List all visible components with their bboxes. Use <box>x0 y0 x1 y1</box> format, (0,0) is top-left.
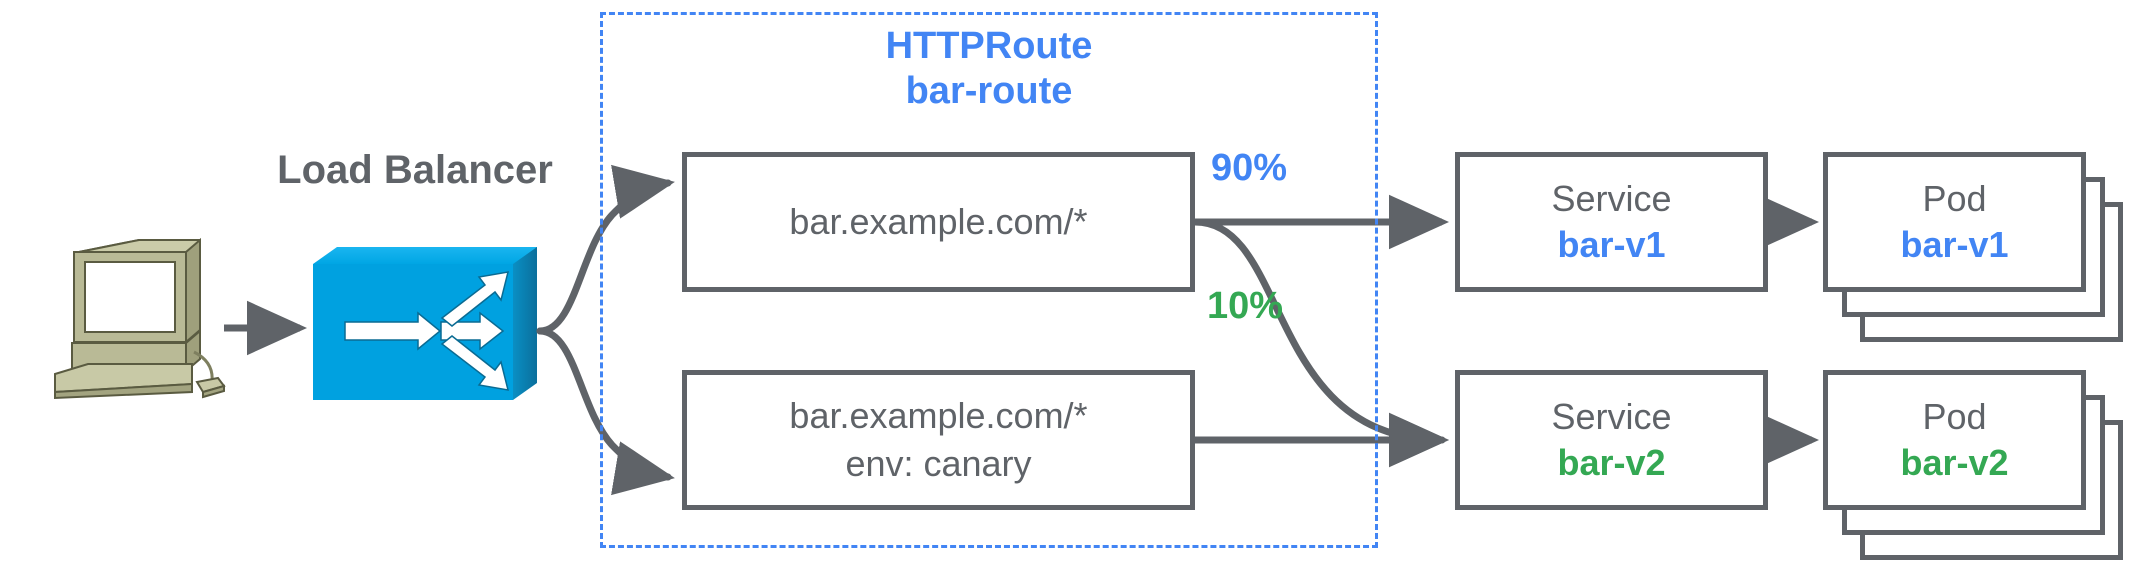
weight-label-bar-v2: 10% <box>1207 285 1284 327</box>
service-bar-v1-name: bar-v1 <box>1557 224 1666 265</box>
workstation-icon <box>54 237 226 400</box>
httproute-rule-canary-box[interactable]: bar.example.com/* env: canary <box>682 370 1195 510</box>
edge-rule-primary-to-service-bar-v2 <box>1191 218 1449 468</box>
load-balancer-caption: Load Balancer <box>277 148 553 192</box>
edge-loadbalancer-to-rule-canary <box>536 327 675 496</box>
httproute-group-title: HTTPRoute bar-route <box>600 24 1378 114</box>
service-bar-v1-box[interactable]: Service bar-v1 <box>1455 152 1768 292</box>
httproute-name-label: bar-route <box>905 69 1073 112</box>
httproute-kind-label: HTTPRoute <box>885 25 1093 67</box>
pod-bar-v1-replica-1[interactable]: Pod bar-v1 <box>1823 152 2086 292</box>
pod-bar-v2-kind: Pod <box>1922 395 1987 437</box>
service-bar-v2-kind: Service <box>1551 395 1672 437</box>
load-balancer-switch-icon <box>313 247 537 400</box>
pod-bar-v2-replica-1[interactable]: Pod bar-v2 <box>1823 370 2086 510</box>
httproute-group-boundary <box>600 12 1378 548</box>
service-bar-v1-kind: Service <box>1551 177 1672 219</box>
service-bar-v2-box[interactable]: Service bar-v2 <box>1455 370 1768 510</box>
pod-bar-v1-kind: Pod <box>1922 177 1987 219</box>
pod-bar-v1-name: bar-v1 <box>1900 224 2009 265</box>
pod-bar-v2-stack[interactable]: Pod bar-v2 <box>1823 370 2123 560</box>
edge-loadbalancer-to-rule-primary <box>536 164 675 335</box>
pod-bar-v2-name: bar-v2 <box>1900 442 2009 483</box>
rule-canary-match-line-1: bar.example.com/* <box>789 395 1088 437</box>
rule-canary-match-line-2: env: canary <box>845 443 1032 484</box>
rule-primary-match-line-1: bar.example.com/* <box>789 201 1088 243</box>
httproute-rule-primary-box[interactable]: bar.example.com/* <box>682 152 1195 292</box>
pod-bar-v1-stack[interactable]: Pod bar-v1 <box>1823 152 2123 342</box>
service-bar-v2-name: bar-v2 <box>1557 442 1666 483</box>
weight-label-bar-v1: 90% <box>1211 147 1288 189</box>
